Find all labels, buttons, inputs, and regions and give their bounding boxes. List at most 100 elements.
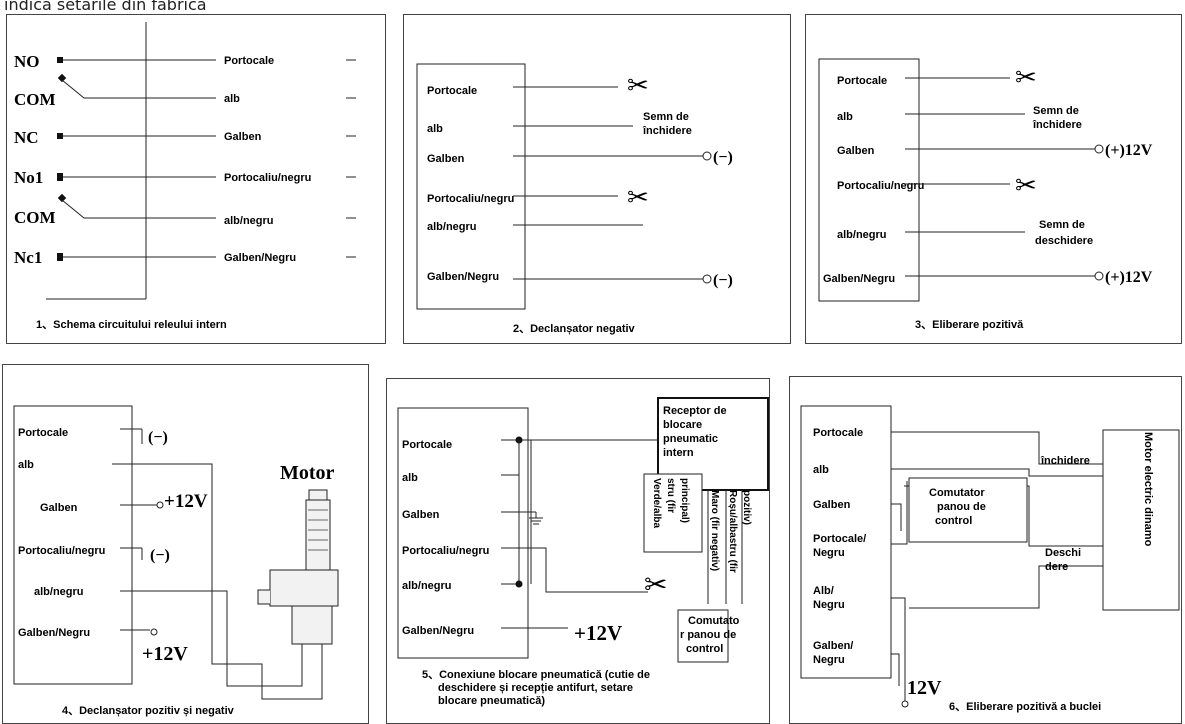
receptor-label: Receptor de bbox=[663, 405, 727, 417]
scissors-icon: ✂ bbox=[1015, 170, 1037, 200]
panel-positive-release: Portocale ✂ alb Semn de închidere Galben… bbox=[805, 14, 1182, 344]
receptor-box bbox=[657, 397, 769, 491]
panel-frame bbox=[6, 14, 386, 344]
receptor-label: pneumatic bbox=[663, 433, 718, 445]
signal-close-label: închidere bbox=[1032, 119, 1082, 131]
switch-label: control bbox=[935, 515, 972, 527]
wire-label: Galben bbox=[813, 499, 851, 511]
wire-label: Galben bbox=[40, 502, 78, 514]
wire-vertical-label: stru (fir bbox=[665, 478, 676, 513]
signal-close-label: închidere bbox=[642, 125, 692, 137]
wire-label: Galben/ bbox=[813, 640, 853, 652]
switch-label: control bbox=[686, 643, 723, 655]
wire-label: Portocaliu/negru bbox=[427, 193, 514, 205]
terminal-com: COM bbox=[14, 90, 56, 109]
positive-12v-terminal: +12V bbox=[164, 491, 208, 512]
signal-open-label: Semn de bbox=[1039, 219, 1085, 231]
signal-close-label: Semn de bbox=[1033, 105, 1079, 117]
ground-icon bbox=[529, 517, 543, 525]
scissors-icon: ✂ bbox=[627, 70, 649, 100]
wire-label: alb/negru bbox=[837, 229, 887, 241]
switch-label: Comutator bbox=[929, 487, 985, 499]
wire-vertical-label: Verde/alba bbox=[651, 478, 662, 528]
wire-label: alb bbox=[427, 123, 443, 135]
wire-label: Galben bbox=[427, 153, 465, 165]
wire-label: Galben bbox=[224, 131, 262, 143]
wire-vertical-label: pozitiv) bbox=[741, 490, 752, 525]
motor-box bbox=[1102, 429, 1180, 611]
wire-vertical-label: Roșu/albastru (fir bbox=[727, 490, 738, 573]
terminal-no: NO bbox=[14, 52, 40, 71]
panel-loop-positive-release: Portocale alb Galben Portocale/ Negru Al… bbox=[789, 376, 1182, 724]
panel-caption: 1、Schema circuitului releului intern bbox=[36, 319, 227, 331]
wire-label: Negru bbox=[813, 599, 845, 611]
panel-caption: 3、Eliberare pozitivă bbox=[915, 319, 1024, 331]
receptor-label: intern bbox=[663, 447, 694, 459]
wire-label: Portocale bbox=[18, 427, 68, 439]
wire-label: Alb/ bbox=[813, 585, 834, 597]
positive-12v-terminal: +12V bbox=[142, 643, 188, 665]
terminal-com2: COM bbox=[14, 208, 56, 227]
terminal-nc1: Nc1 bbox=[14, 248, 42, 267]
panel-frame bbox=[805, 14, 1182, 344]
wire-label: Galben bbox=[837, 145, 875, 157]
wire-label: Negru bbox=[813, 547, 845, 559]
positive-12v-terminal: (+)12V bbox=[1105, 269, 1153, 286]
panel-pneumatic-lock: Portocale alb Galben Portocaliu/negru al… bbox=[386, 378, 770, 724]
panel-relay-schematic: NO COM NC No1 COM Nc1 Portocale alb Galb… bbox=[6, 14, 386, 344]
open-label: Deschi bbox=[1045, 547, 1081, 559]
wire-vertical-label: Maro (fir negativ) bbox=[709, 490, 720, 571]
switch-label: panou de bbox=[937, 501, 986, 513]
switch-label: Comutato bbox=[688, 615, 740, 627]
positive-12v-terminal: +12V bbox=[574, 621, 622, 645]
wire-vertical-label: principal) bbox=[679, 478, 690, 523]
wire-label: alb/negru bbox=[224, 215, 274, 227]
wire-label: alb bbox=[837, 111, 853, 123]
wire-label: Galben/Negru bbox=[427, 271, 499, 283]
wire-label: alb bbox=[813, 464, 829, 476]
panel-pos-neg-trigger: Portocale (−) alb Galben +12V Motor Port… bbox=[2, 364, 369, 724]
panel-caption: blocare pneumatică) bbox=[438, 695, 545, 707]
negative-terminal: (−) bbox=[148, 429, 168, 446]
control-switch-box bbox=[908, 477, 1028, 543]
wire-label: alb/negru bbox=[427, 221, 477, 233]
wire-label: Portocale/ bbox=[813, 533, 866, 545]
wire-label: Galben/Negru bbox=[823, 273, 895, 285]
panel-negative-trigger: Portocale ✂ alb Semn de închidere Galben… bbox=[403, 14, 791, 344]
control-switch-box bbox=[677, 609, 729, 663]
scissors-icon: ✂ bbox=[644, 569, 667, 600]
wire-label: Galben/Negru bbox=[18, 627, 90, 639]
signal-close-label: Semn de bbox=[643, 111, 689, 123]
terminal-no1: No1 bbox=[14, 168, 43, 187]
receptor-label: blocare bbox=[663, 419, 702, 431]
wire-label: Galben/Negru bbox=[224, 252, 296, 264]
wire-label: Negru bbox=[813, 654, 845, 666]
wire-label: Portocaliu/negru bbox=[224, 172, 311, 184]
wire-label: alb bbox=[402, 472, 418, 484]
wire-label: Portocale bbox=[402, 439, 452, 451]
negative-terminal: (−) bbox=[713, 149, 733, 166]
open-label: dere bbox=[1045, 561, 1068, 573]
negative-terminal: (−) bbox=[150, 547, 170, 564]
wire-label: alb/negru bbox=[34, 586, 84, 598]
positive-12v-terminal: (+)12V bbox=[1105, 142, 1153, 159]
negative-terminal: (−) bbox=[713, 272, 733, 289]
panel-caption: 6、Eliberare pozitivă a buclei bbox=[949, 701, 1101, 713]
panel-caption: 5、Conexiune blocare pneumatică (cutie de bbox=[422, 669, 650, 681]
motor-label: Motor electric dinamo bbox=[1142, 432, 1154, 547]
wire-label: Portocale bbox=[837, 75, 887, 87]
wire-label: Portocale bbox=[813, 427, 863, 439]
wire-label: alb bbox=[224, 93, 240, 105]
wire-label: Galben bbox=[402, 509, 440, 521]
terminal-nc: NC bbox=[14, 128, 39, 147]
motor-actuator-icon bbox=[257, 489, 339, 645]
wire-label: alb/negru bbox=[402, 580, 452, 592]
panel-caption: 4、Declanșator pozitiv și negativ bbox=[62, 705, 235, 717]
motor-label: Motor bbox=[280, 462, 335, 484]
header-text: indică setările din fabrică bbox=[4, 0, 207, 14]
wire-label: alb bbox=[18, 459, 34, 471]
wire-label: Portocaliu/negru bbox=[837, 180, 924, 192]
wire-label: Portocale bbox=[224, 55, 274, 67]
wire-label: Portocaliu/negru bbox=[18, 545, 105, 557]
wire-label: Portocaliu/negru bbox=[402, 545, 489, 557]
